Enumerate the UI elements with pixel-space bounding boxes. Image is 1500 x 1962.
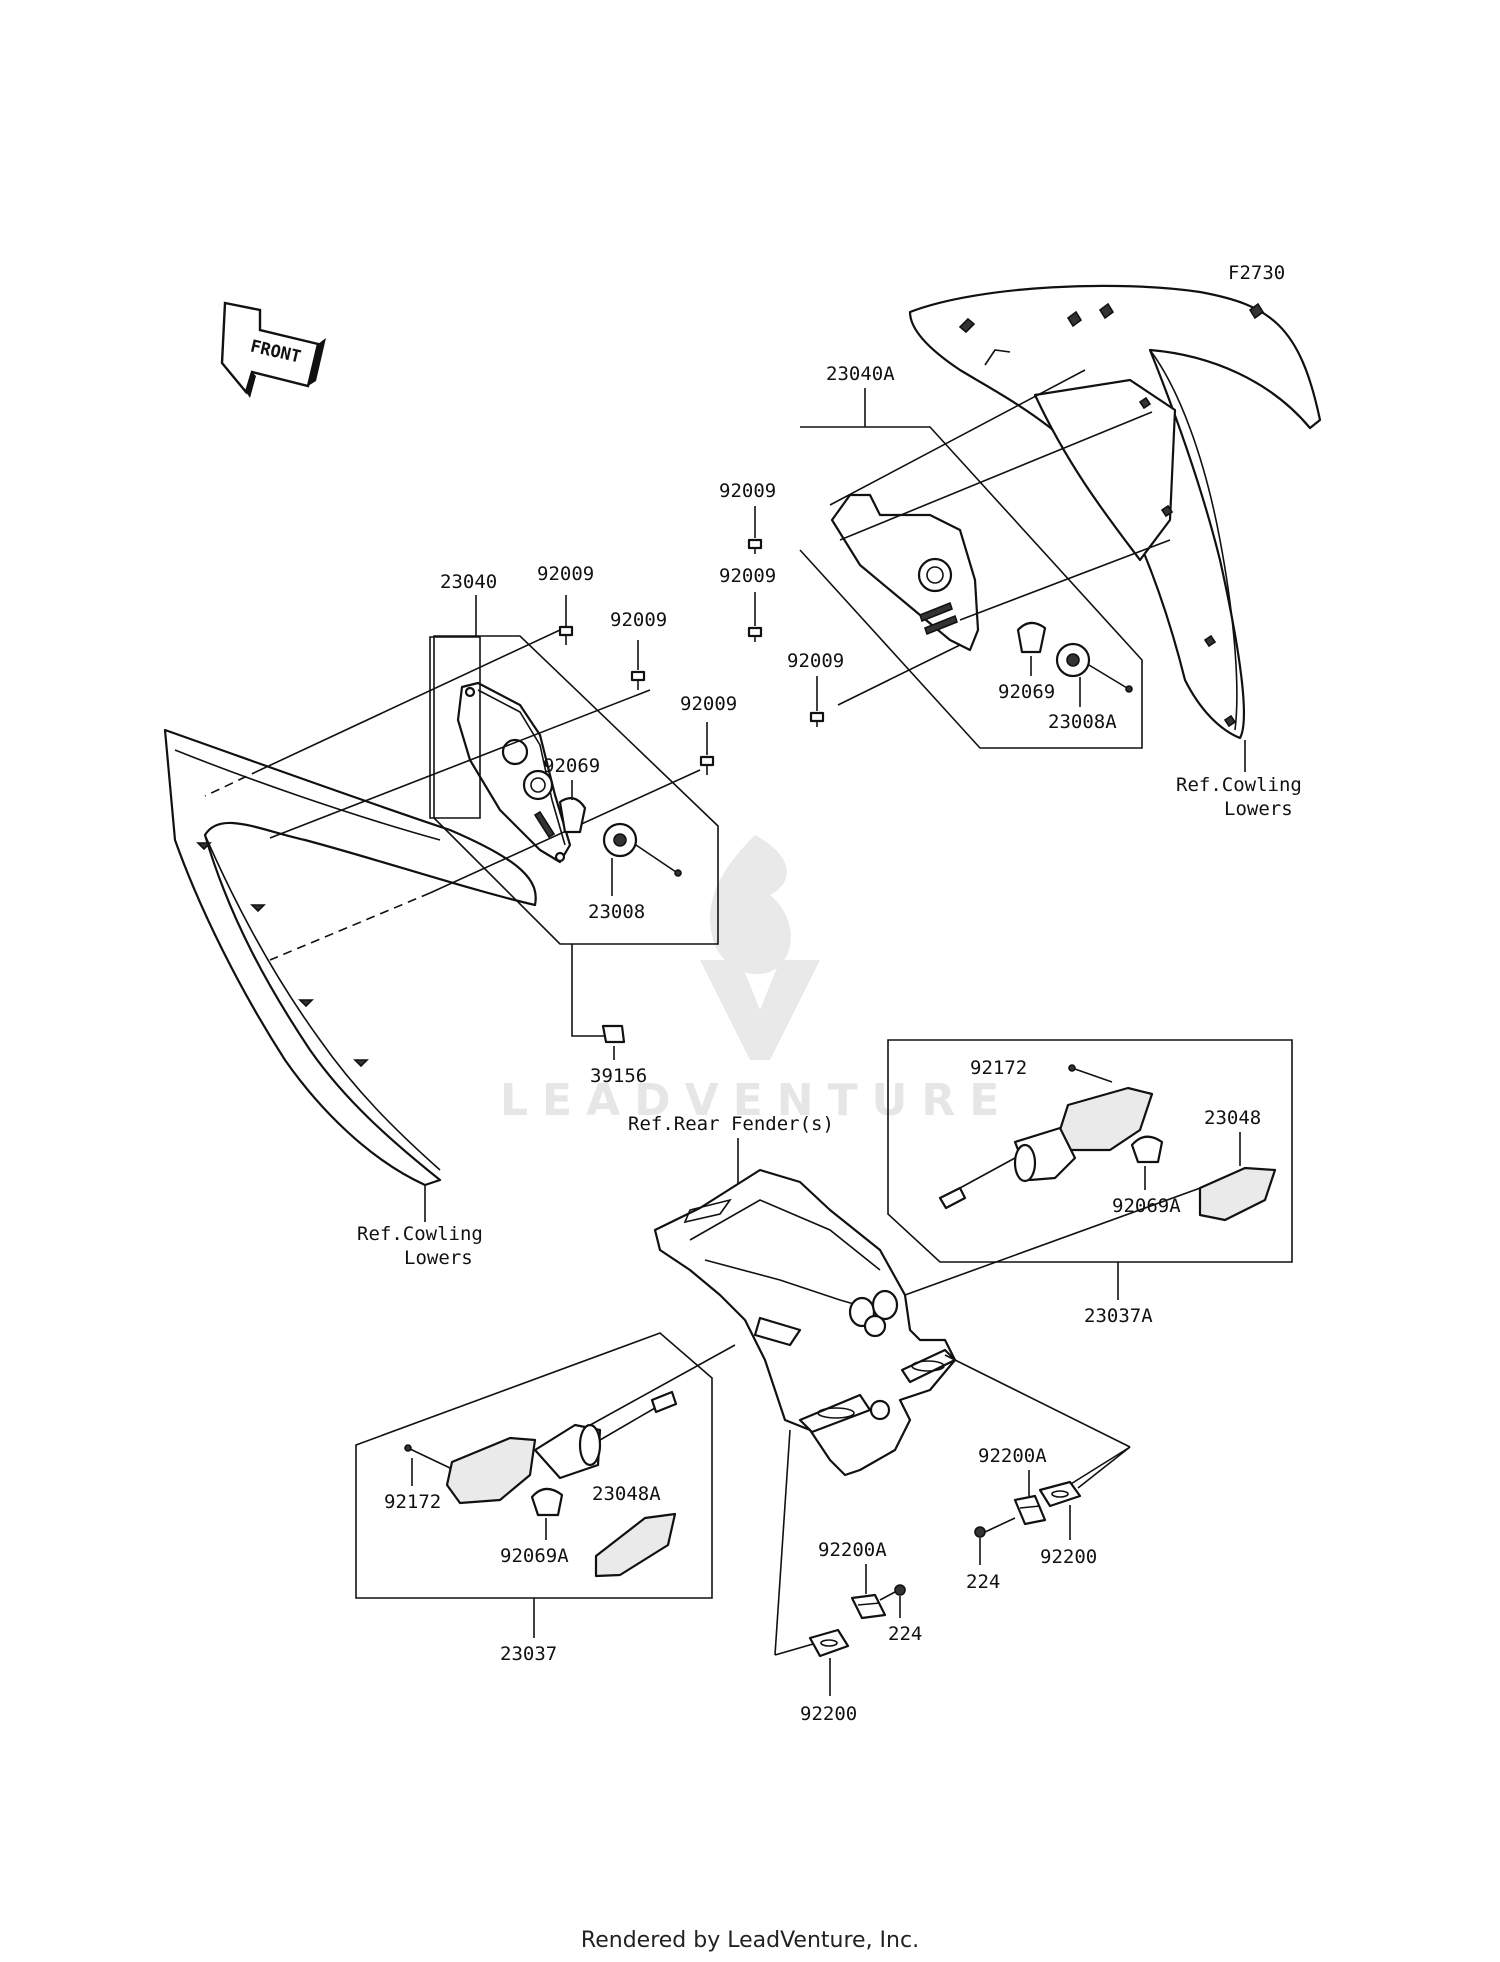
callout-92009-r2: 92009 (719, 565, 776, 587)
plate-92200A-right (1013, 1494, 1047, 1526)
callout-92009-l2: 92009 (610, 609, 667, 631)
lens-23048 (1198, 1166, 1277, 1222)
ref-cowling-right-line1: Ref.Cowling (1176, 774, 1302, 796)
callout-23048: 23048 (1204, 1107, 1261, 1129)
screw-92172-right (1068, 1064, 1113, 1083)
screw-92009-r1 (747, 538, 763, 554)
footer-credit: Rendered by LeadVenture, Inc. (580, 1928, 920, 1953)
callout-23040A: 23040A (826, 363, 895, 385)
left-front-turn-signal (456, 681, 572, 864)
callout-92069-right: 92069 (998, 681, 1055, 703)
ref-cowling-left-line2: Lowers (404, 1247, 473, 1269)
rear-left-turn-signal (445, 1390, 678, 1505)
left-cowling (163, 728, 537, 1187)
bulb-92069-left (558, 797, 587, 834)
screw-92009-l2 (630, 670, 646, 690)
socket-23008 (602, 822, 682, 877)
callout-23008A: 23008A (1048, 711, 1117, 733)
callout-92009-r3: 92009 (787, 650, 844, 672)
rear-right-turn-signal (938, 1086, 1154, 1210)
plate-92200A-left (850, 1593, 887, 1620)
diagram-code: F2730 (1228, 262, 1285, 284)
ref-cowling-right-line2: Lowers (1224, 798, 1293, 820)
screw-92009-r3 (809, 711, 825, 727)
screw-92009-r2 (747, 626, 763, 642)
pad-39156 (601, 1024, 626, 1044)
bulb-92069A-right (1130, 1135, 1164, 1164)
callout-224-left: 224 (888, 1623, 922, 1645)
callout-92200-left: 92200 (800, 1703, 857, 1725)
plate-92200-left (808, 1628, 850, 1658)
callout-23037: 23037 (500, 1643, 557, 1665)
right-cowling (908, 284, 1322, 740)
callout-92069A-left: 92069A (500, 1545, 569, 1567)
callout-92009-l3: 92009 (680, 693, 737, 715)
screw-92009-l1 (558, 625, 574, 645)
callout-92200-right: 92200 (1040, 1546, 1097, 1568)
rear-fender (653, 1168, 957, 1477)
ref-cowling-lowers-right: Ref.Cowling Lowers (1176, 774, 1313, 820)
front-arrow-icon: FRONT (220, 301, 326, 398)
callout-92069-left: 92069 (543, 755, 600, 777)
callout-92172-right: 92172 (970, 1057, 1027, 1079)
callout-92172-left: 92172 (384, 1491, 441, 1513)
nut-224-right (974, 1526, 986, 1538)
nut-224-left (894, 1584, 906, 1596)
ref-cowling-left-line1: Ref.Cowling (357, 1223, 483, 1245)
callout-23048A: 23048A (592, 1483, 661, 1505)
callout-23040: 23040 (440, 571, 497, 593)
callout-92200A-right: 92200A (978, 1445, 1047, 1467)
callout-224-right: 224 (966, 1571, 1000, 1593)
callout-23037A: 23037A (1084, 1305, 1153, 1327)
callout-23008: 23008 (588, 901, 645, 923)
screw-92009-l3 (699, 755, 715, 775)
watermark-logo: LEADVENTURE (500, 835, 1013, 1126)
plate-92200-right (1038, 1480, 1082, 1508)
callout-92009-l1: 92009 (537, 563, 594, 585)
right-front-turn-signal (830, 493, 980, 652)
ref-cowling-lowers-left: Ref.Cowling Lowers (357, 1223, 494, 1269)
callout-92009-r1: 92009 (719, 480, 776, 502)
bulb-92069-right (1016, 621, 1047, 654)
watermark-text: LEADVENTURE (500, 1075, 1013, 1126)
lens-23048A (594, 1512, 677, 1578)
bulb-92069A-left (530, 1487, 564, 1517)
socket-23008A (1055, 642, 1133, 693)
ref-rear-fender: Ref.Rear Fender(s) (628, 1113, 834, 1135)
callout-92069A-right: 92069A (1112, 1195, 1181, 1217)
callout-39156: 39156 (590, 1065, 647, 1087)
callout-92200A-left: 92200A (818, 1539, 887, 1561)
screw-92172-left (404, 1444, 451, 1469)
